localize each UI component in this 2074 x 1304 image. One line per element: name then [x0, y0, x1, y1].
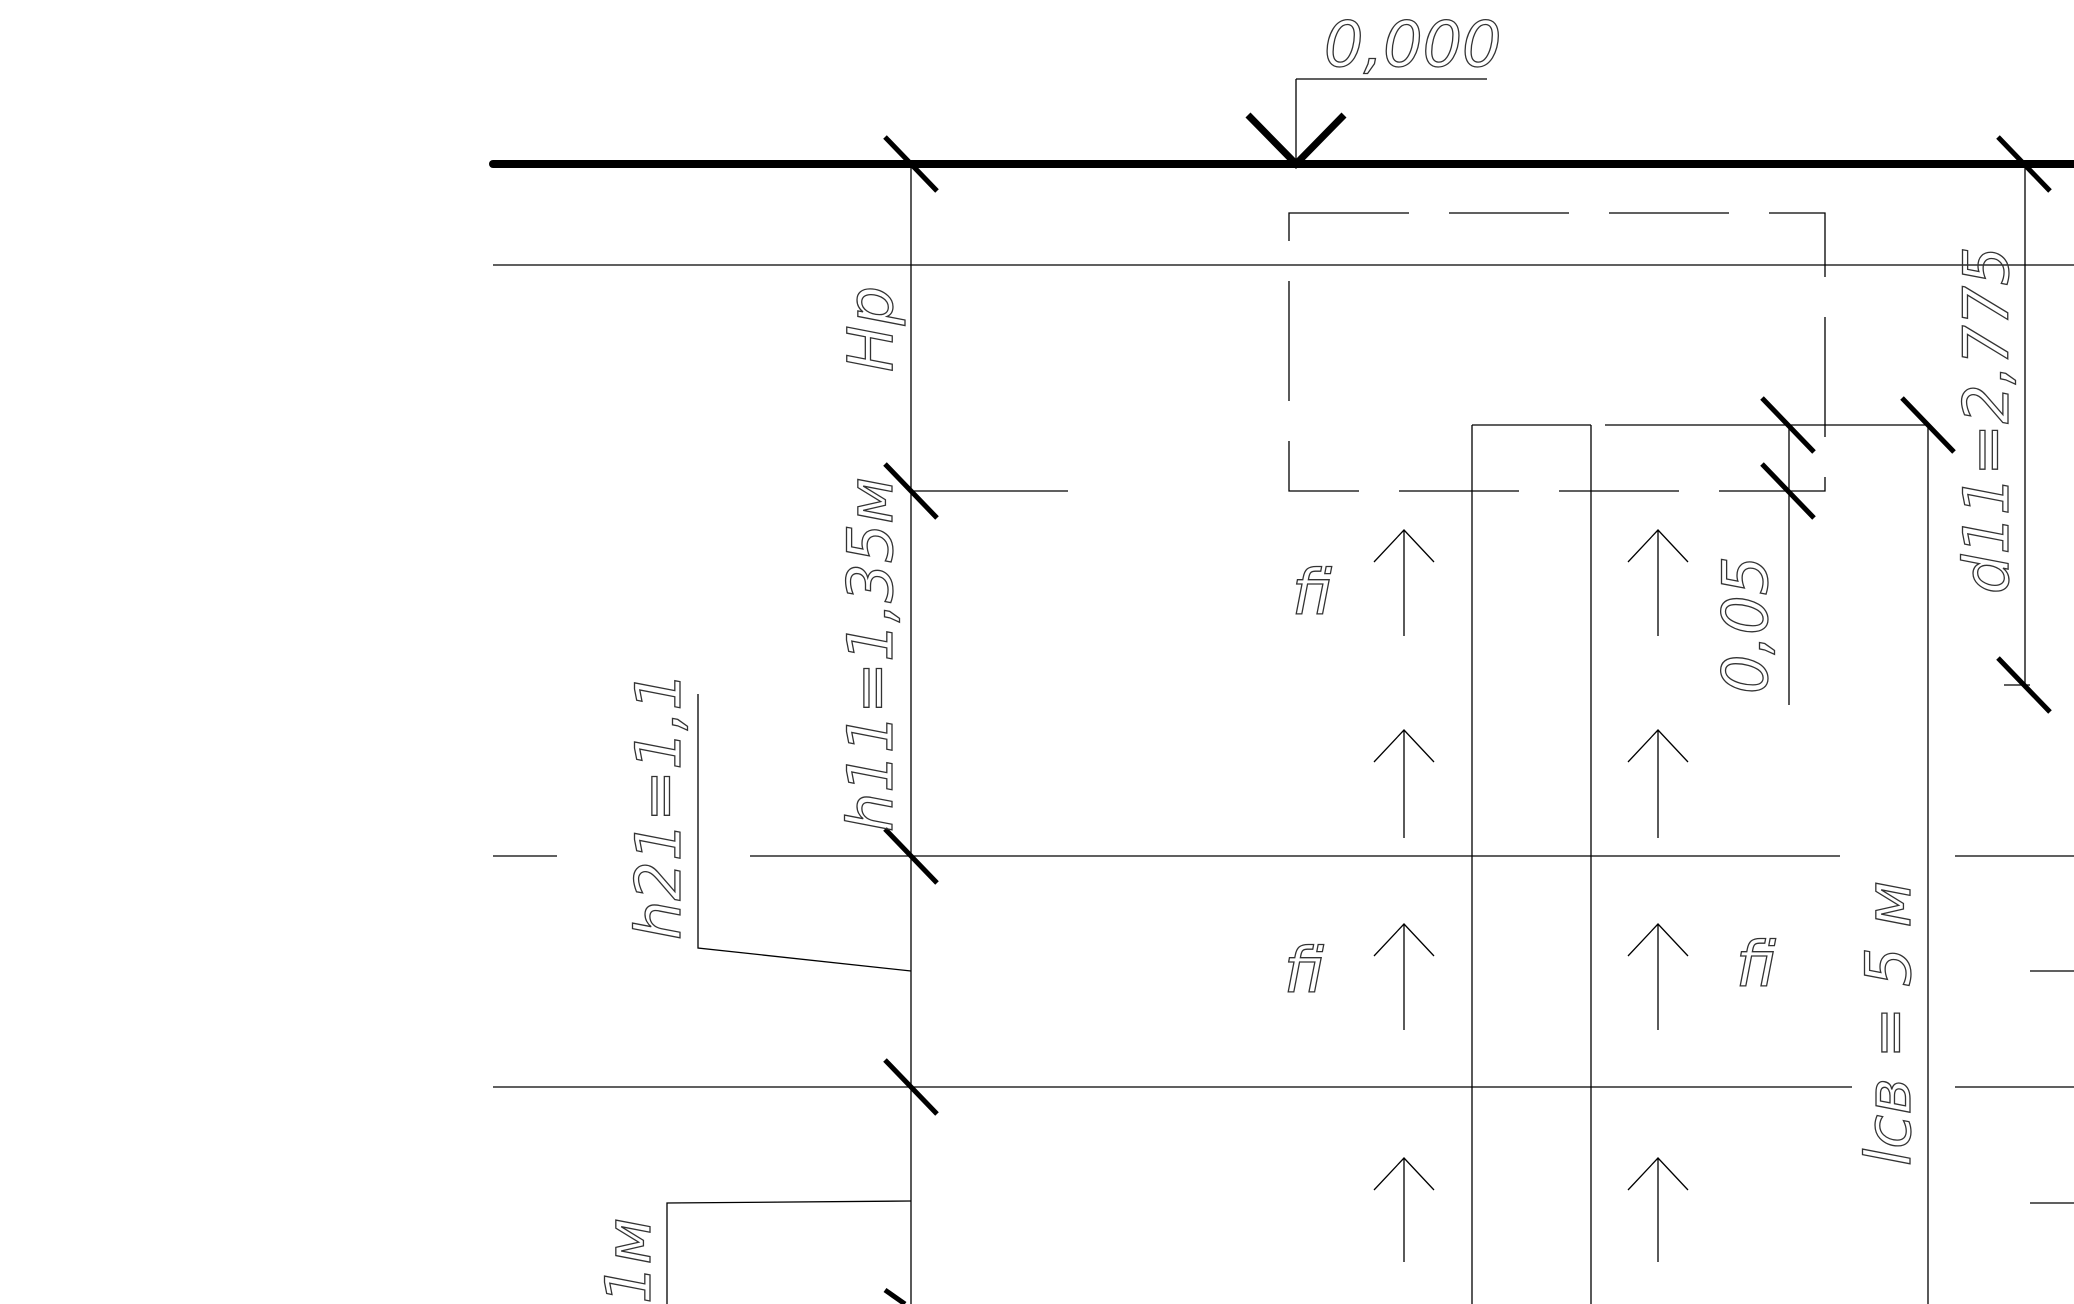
tick-3 [883, 827, 939, 885]
lcb-label: lсв = 5 м [1852, 881, 1925, 1166]
tick-4 [883, 1058, 939, 1116]
tick-2 [883, 462, 939, 520]
arrow-col2-2 [1627, 729, 1689, 838]
hp-label: Hp [834, 286, 907, 372]
arrow-col1-1 [1373, 529, 1435, 636]
h21-label: h21=1,1 [622, 671, 695, 940]
fi-label-3: fi [1736, 928, 1776, 1001]
arrow-col2-1 [1627, 529, 1689, 636]
partial-leader [666, 1200, 912, 1304]
arrow-col1-4 [1373, 1157, 1435, 1262]
h21-leader [697, 694, 912, 972]
dashed-rectangle [1288, 212, 1826, 492]
fi-label-2: fi [1284, 934, 1324, 1007]
arrow-col1-3 [1373, 923, 1435, 1030]
arrow-col2-3 [1627, 923, 1689, 1030]
pile [1471, 424, 1928, 1304]
ground-level-label: 0,000 [1324, 8, 1502, 81]
arrow-col2-4 [1627, 1157, 1689, 1262]
tick-d11-top [1900, 396, 1956, 454]
arrow-col1-2 [1373, 729, 1435, 838]
fi-label-1: fi [1292, 556, 1332, 629]
tick-5 [883, 1287, 907, 1304]
d11-label: d11=2,775 [1950, 246, 2023, 594]
partial-label: 1м [592, 1218, 665, 1304]
level-mark [1245, 78, 1487, 170]
offset-label: 0,05 [1709, 556, 1782, 694]
tick-1 [883, 135, 939, 193]
h11-label: h11=1,35м [834, 477, 907, 832]
offset-dimension [1760, 396, 1816, 705]
tick-right-top [1996, 135, 2052, 193]
